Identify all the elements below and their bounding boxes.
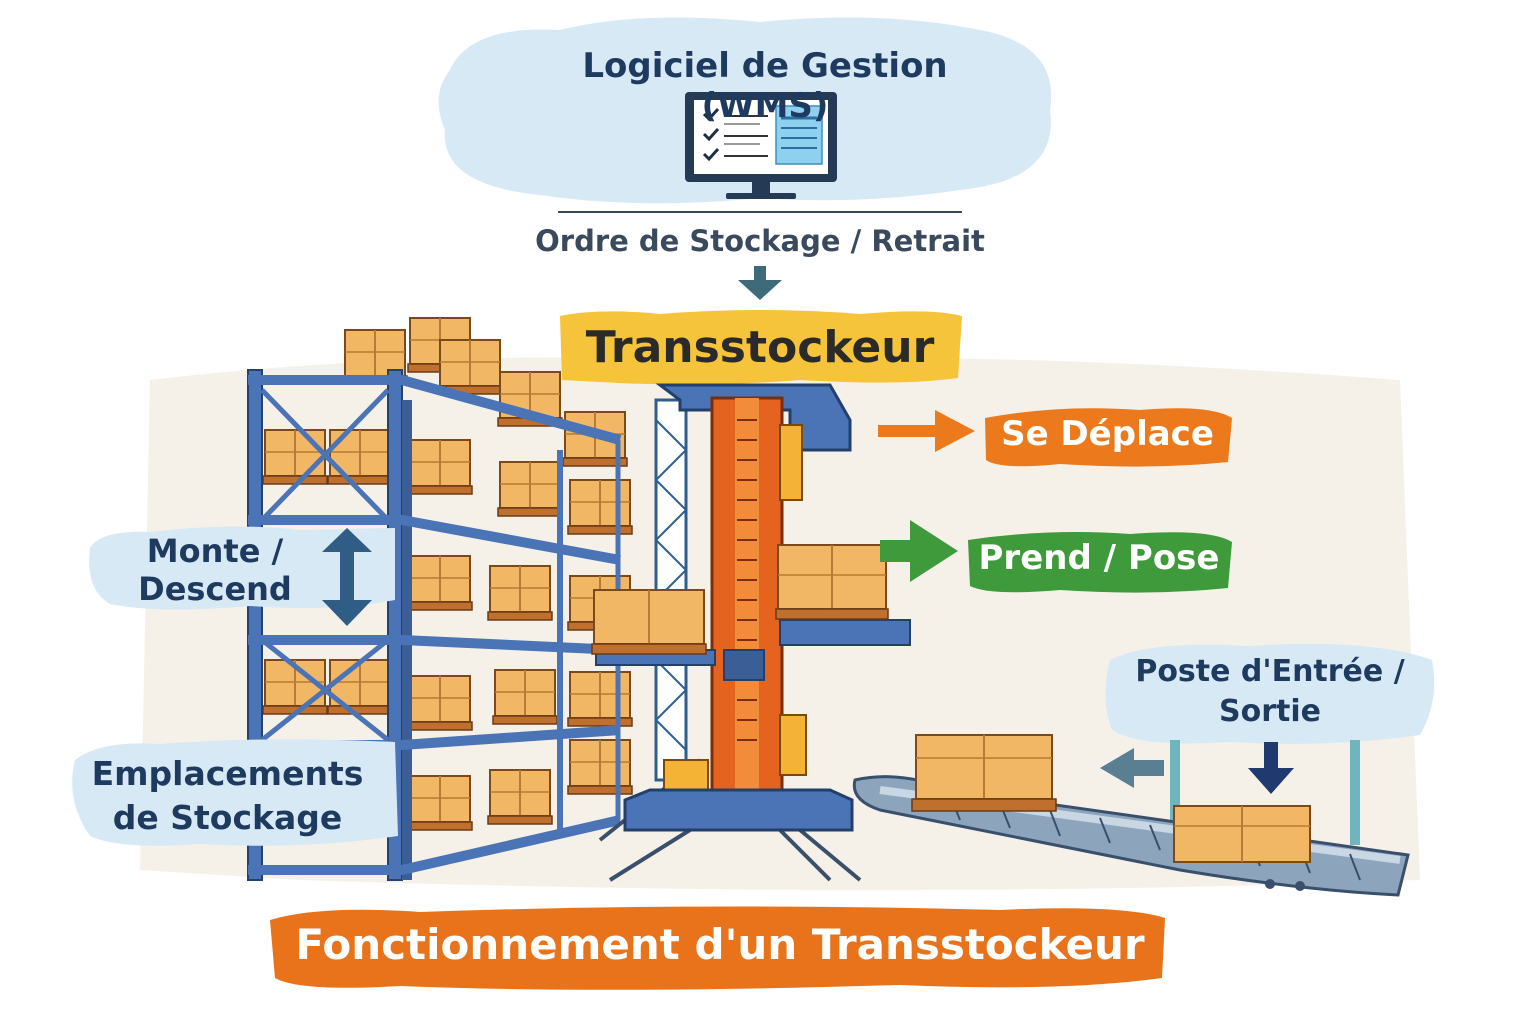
pick-arrow-icon (880, 520, 958, 582)
up-down-arrow-icon (322, 528, 372, 626)
move-label: Se Déplace (1001, 414, 1214, 454)
pick-label-bg (968, 532, 1232, 593)
conveyor (852, 734, 1410, 897)
move-label-bg (985, 408, 1232, 467)
move-arrow-icon (878, 410, 975, 452)
storage-label: Emplacements de Stockage (80, 752, 375, 840)
lift-label-bg (89, 526, 395, 610)
pick-label: Prend / Pose (978, 538, 1220, 578)
stacker-crane (591, 383, 911, 882)
lift-label-line2: Descend (138, 570, 292, 608)
footer-title: Fonctionnement d'un Transstockeur (295, 920, 1145, 969)
lift-label-line1: Monte / (146, 532, 284, 570)
station-label-bg (1105, 643, 1435, 744)
lift-label: Monte / Descend (100, 532, 330, 608)
station-label-line2: Sortie (1219, 694, 1321, 729)
wms-title: Logiciel de Gestion (WMS) (582, 46, 948, 126)
station-label: Poste d'Entrée / Sortie (1110, 652, 1430, 732)
order-label: Ordre de Stockage / Retrait (535, 224, 985, 258)
storage-label-bg (72, 739, 398, 846)
down-arrow-icon (738, 266, 782, 300)
monitor-icon (685, 92, 837, 199)
storage-label-line2: de Stockage (112, 798, 343, 837)
station-label-line1: Poste d'Entrée / (1135, 654, 1405, 689)
left-arrow-icon (1100, 748, 1164, 788)
machine-banner (560, 310, 962, 385)
footer-banner (270, 906, 1165, 990)
machine-label: Transstockeur (585, 322, 935, 373)
storage-label-line1: Emplacements (91, 754, 364, 793)
station-down-arrow-icon (1248, 742, 1294, 794)
